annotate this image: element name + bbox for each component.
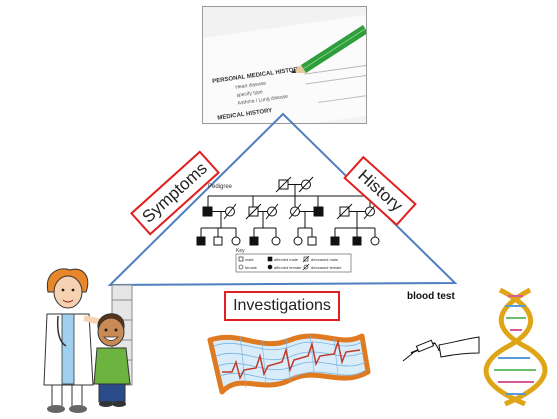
key-male: male <box>245 257 254 262</box>
record-line-3: specify type <box>236 89 263 99</box>
ecg-paper-icon <box>207 333 371 395</box>
key-affected-male: affected male <box>274 257 299 262</box>
medical-record-image: PERSONAL MEDICAL HISTORY Heart disease s… <box>202 6 367 124</box>
dna-icon <box>483 287 548 407</box>
medical-record-icon: PERSONAL MEDICAL HISTORY Heart disease s… <box>203 7 366 123</box>
record-line-2: Heart disease <box>235 81 267 91</box>
blood-test-icon <box>402 336 480 362</box>
blood-test-card: blood test <box>399 283 483 373</box>
investigations-label: Investigations <box>224 291 340 321</box>
key-affected-female: affected female <box>274 265 302 270</box>
key-deceased-female: deceased female <box>311 265 342 270</box>
pencil-icon <box>291 25 366 73</box>
key-female: female <box>245 265 258 270</box>
blood-test-title: blood test <box>407 291 455 302</box>
pedigree-chart-icon: Pedigree <box>196 176 380 273</box>
doctor-child-icon <box>43 268 133 413</box>
key-deceased-male: deceased male <box>311 257 339 262</box>
pedigree-key-title: Key <box>236 248 245 254</box>
pedigree-title: Pedigree <box>208 184 233 190</box>
